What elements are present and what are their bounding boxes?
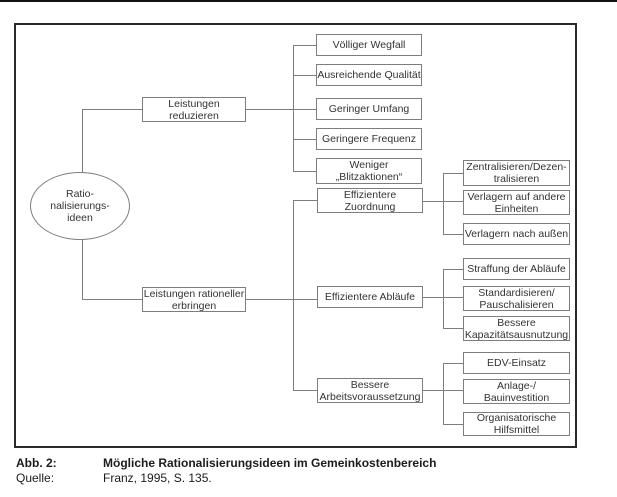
connector-line xyxy=(293,75,316,76)
connector-line xyxy=(443,269,463,270)
node-bessere-arbeitsvoraussetzung: Bessere Arbeitsvoraussetzung xyxy=(317,378,423,403)
connector-line xyxy=(443,234,463,235)
node-verlagern-auf-andere-einheiten: Verlagern auf andere Einheiten xyxy=(463,190,570,215)
source-label: Quelle: xyxy=(16,471,55,485)
connector-line xyxy=(82,109,142,110)
figure-label: Abb. 2: xyxy=(16,456,57,470)
node-standardisieren-pauschalisieren: Standardisieren/ Pauschalisieren xyxy=(463,286,570,311)
node-voelliger-wegfall: Völliger Wegfall xyxy=(316,34,422,56)
node-weniger-blitzaktionen: Weniger „Blitzaktionen“ xyxy=(316,158,422,184)
node-leistungen-rationeller-erbringen: Leistungen rationeller erbringen xyxy=(142,287,246,312)
connector-line xyxy=(443,173,444,235)
connector-line xyxy=(443,363,444,425)
node-effizientere-zuordnung: Effizientere Zuordnung xyxy=(317,188,423,213)
connector-line xyxy=(293,45,316,46)
node-leistungen-reduzieren: Leistungen reduzieren xyxy=(142,97,246,122)
node-zentralisieren-dezentralisieren: Zentralisieren/Dezen- tralisieren xyxy=(463,160,570,186)
connector-line xyxy=(82,109,83,173)
connector-line xyxy=(293,139,316,140)
node-organisatorische-hilfsmittel: Organisatorische Hilfsmittel xyxy=(463,412,570,436)
connector-line xyxy=(443,328,463,329)
root-node-rationalisierungsideen: Ratio- nalisierungs- ideen xyxy=(30,172,130,240)
node-geringer-umfang: Geringer Umfang xyxy=(316,98,422,120)
node-bessere-kapazitaetsausnutzung: Bessere Kapazitätsausnutzung xyxy=(463,316,570,341)
connector-line xyxy=(293,171,316,172)
connector-line xyxy=(443,424,463,425)
node-edv-einsatz: EDV-Einsatz xyxy=(463,352,570,374)
connector-line xyxy=(293,45,294,172)
connector-line xyxy=(82,240,83,299)
node-effizientere-ablaeufe: Effizientere Abläufe xyxy=(317,286,423,308)
source-text: Franz, 1995, S. 135. xyxy=(103,471,212,485)
connector-line xyxy=(246,109,316,110)
node-straffung-der-ablaeufe: Straffung der Abläufe xyxy=(463,258,570,280)
connector-line xyxy=(443,173,463,174)
node-ausreichende-qualitaet: Ausreichende Qualität xyxy=(316,64,422,86)
connector-line xyxy=(443,363,463,364)
connector-line xyxy=(293,200,294,391)
connector-line xyxy=(293,390,317,391)
node-verlagern-nach-aussen: Verlagern nach außen xyxy=(463,223,570,245)
connector-line xyxy=(246,299,317,300)
node-anlage-bauinvestition: Anlage-/ Bauinvestition xyxy=(463,379,570,404)
connector-line xyxy=(293,200,317,201)
connector-line xyxy=(82,299,142,300)
figure-caption-row: Abb. 2: Mögliche Rationalisierungsideen … xyxy=(0,456,617,470)
connector-line xyxy=(443,269,444,329)
node-geringere-frequenz: Geringere Frequenz xyxy=(316,128,422,150)
figure-title: Mögliche Rationalisierungsideen im Gemei… xyxy=(103,456,437,470)
source-caption-row: Quelle: Franz, 1995, S. 135. xyxy=(0,471,617,485)
page-top-border xyxy=(0,0,617,2)
